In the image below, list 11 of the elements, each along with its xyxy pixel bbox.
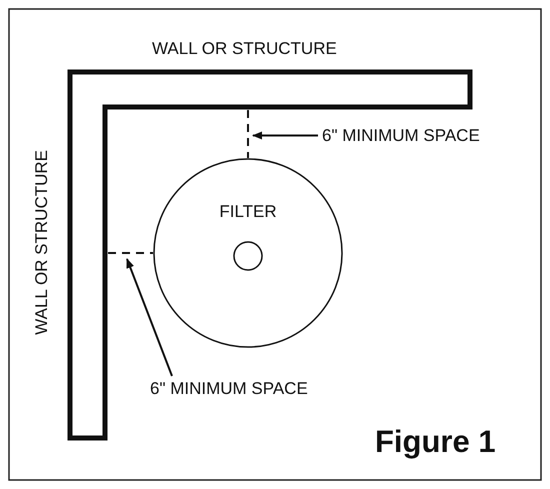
dimension-line: [108, 251, 153, 255]
leader-arrow: [126, 258, 173, 376]
clearance-note: 6" MINIMUM SPACE: [322, 127, 480, 144]
clearance-note: 6" MINIMUM SPACE: [150, 380, 308, 397]
wall-label: WALL OR STRUCTURE: [33, 150, 50, 335]
leader-arrow: [252, 132, 318, 140]
filter-circle: [153, 158, 343, 348]
figure-caption: Figure 1: [375, 426, 496, 457]
wall-label: WALL OR STRUCTURE: [152, 40, 337, 57]
filter-label: FILTER: [219, 203, 277, 220]
dimension-line: [246, 110, 250, 158]
